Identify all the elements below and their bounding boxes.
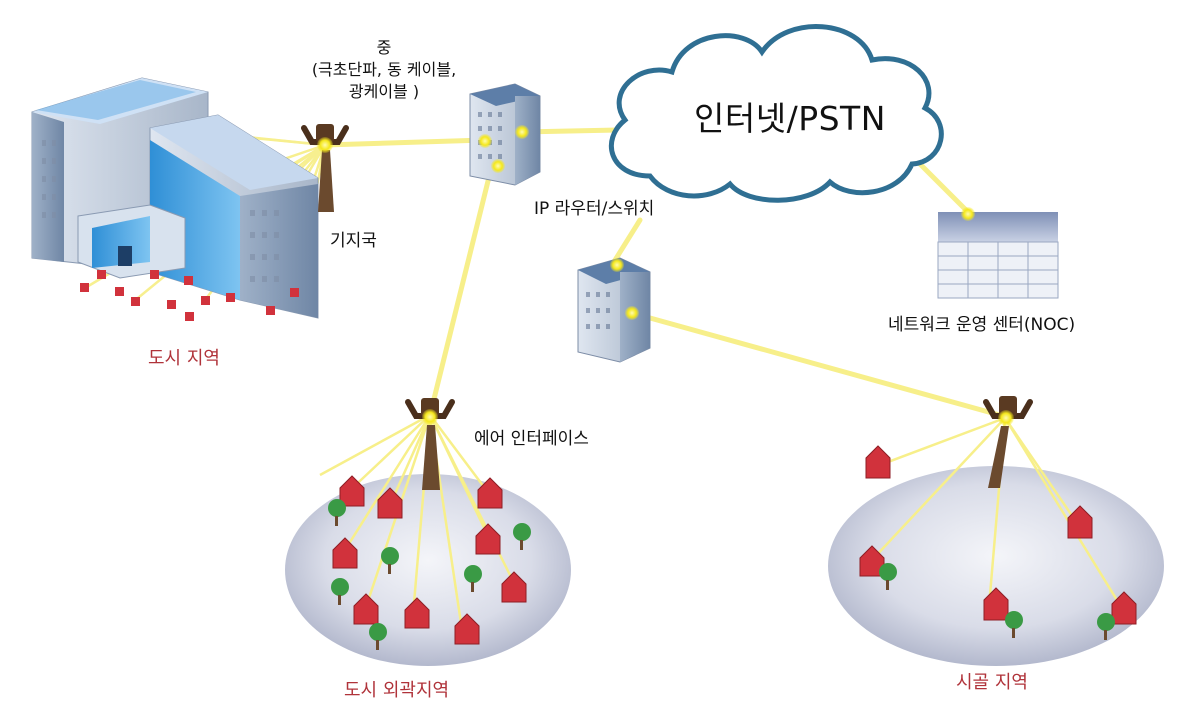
medium-label-line2: (극초단파, 동 케이블, xyxy=(311,60,457,79)
urban-buildings xyxy=(31,77,319,319)
link-internet-to-noc xyxy=(915,159,971,215)
internet-cloud xyxy=(608,24,944,203)
router-label: IP 라우터/스위치 xyxy=(534,199,655,219)
rural-tower xyxy=(983,396,1033,488)
ip-router-building xyxy=(469,83,541,186)
link-router2-to-rural-tower xyxy=(629,310,1006,419)
rural-trees xyxy=(879,563,1115,640)
rural-region-label: 시골 지역 xyxy=(956,672,1028,693)
suburban-trees xyxy=(328,499,531,650)
noc-label: 네트워크 운영 센터(NOC) xyxy=(888,315,1076,335)
base-station-tower xyxy=(301,124,349,212)
suburban-coverage-area xyxy=(285,474,571,666)
noc-server xyxy=(937,207,1059,299)
suburban-tower xyxy=(405,398,455,490)
link-base-to-router xyxy=(322,137,488,148)
suburban-region-label: 도시 외곽지역 xyxy=(344,680,450,701)
urban-houses xyxy=(80,270,299,321)
internet-label: 인터넷/PSTN xyxy=(694,99,886,138)
air-interface-label: 에어 인터페이스 xyxy=(474,429,589,449)
urban-region-label: 도시 지역 xyxy=(148,348,220,369)
link-router-to-suburban-tower xyxy=(427,162,495,418)
link-internet-to-router2 xyxy=(609,217,643,268)
base-station-node xyxy=(317,137,333,153)
medium-label-line1: 중 xyxy=(376,38,392,57)
suburban-houses xyxy=(332,475,527,645)
medium-label-line3: 광케이블 ) xyxy=(348,82,420,101)
router-building-2 xyxy=(577,257,651,363)
base-station-label: 기지국 xyxy=(330,231,377,251)
rural-houses xyxy=(859,445,1137,625)
